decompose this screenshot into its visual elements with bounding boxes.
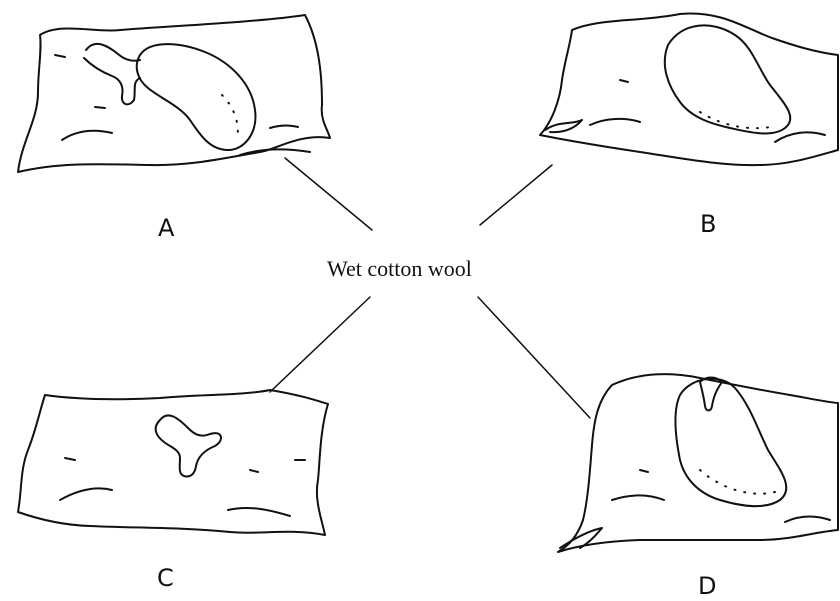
panel-c-root xyxy=(156,415,221,476)
panel-b-seed xyxy=(665,25,791,133)
panel-a-seed xyxy=(137,44,256,150)
panel-label-a: A xyxy=(158,216,174,240)
leader-line-c xyxy=(270,297,370,392)
leader-line-a xyxy=(285,158,372,230)
panel-a-cotton-wool xyxy=(18,15,330,172)
leader-line-d xyxy=(478,297,590,418)
panel-label-b: B xyxy=(700,212,716,236)
panel-d-seed xyxy=(675,379,786,506)
panel-c-cotton-wool xyxy=(18,390,328,535)
panel-label-c: C xyxy=(157,566,174,590)
wet-cotton-wool-label: Wet cotton wool xyxy=(327,256,472,282)
panel-a-root xyxy=(84,44,140,104)
panel-b-cotton-wool xyxy=(540,13,838,165)
panel-label-d: D xyxy=(698,574,716,598)
panel-d-cotton-wool xyxy=(558,374,838,552)
leader-line-b xyxy=(480,165,552,225)
